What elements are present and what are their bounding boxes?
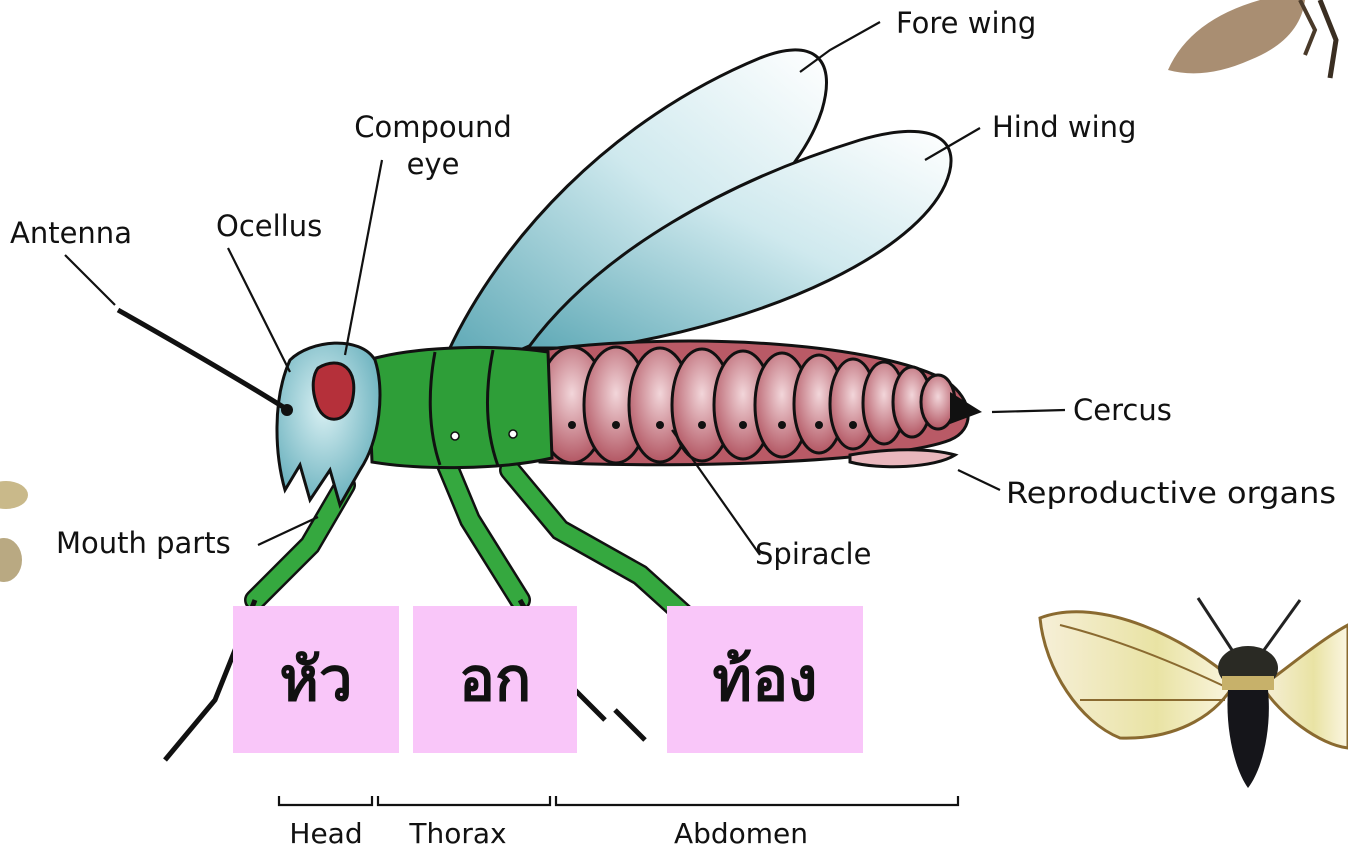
abdomen-segment-label: Abdomen: [674, 817, 808, 845]
thai-label-abdomen: ท้อง: [667, 606, 863, 753]
thorax-segment-label: Thorax: [408, 817, 506, 845]
compound-eye-label-line2: eye: [407, 147, 460, 181]
hind-wing-label: Hind wing: [992, 110, 1136, 144]
antenna-label: Antenna: [10, 216, 132, 250]
cercus-label: Cercus: [1073, 393, 1172, 427]
cicada-photo: [1040, 598, 1348, 788]
thorax: [368, 347, 552, 467]
head-segment-label: Head: [289, 817, 362, 845]
left-photo-fragment: [0, 481, 28, 582]
reproductive-organs-label: Reproductive organs: [1006, 476, 1336, 510]
moth-photo-fragment: [1168, 0, 1336, 78]
reproductive-organs: [850, 450, 955, 467]
abdomen: [538, 341, 968, 465]
compound-eye-label-line1: Compound: [354, 110, 512, 144]
ocellus-label: Ocellus: [216, 209, 322, 243]
spiracle-label: Spiracle: [755, 537, 871, 571]
thai-label-thorax: อก: [413, 606, 577, 753]
fore-wing-label: Fore wing: [896, 6, 1036, 40]
segment-brackets: [279, 796, 958, 805]
head: [277, 343, 380, 505]
antenna: [118, 310, 288, 410]
mouth-parts-label: Mouth parts: [56, 526, 231, 560]
thai-label-head: หัว: [233, 606, 399, 753]
